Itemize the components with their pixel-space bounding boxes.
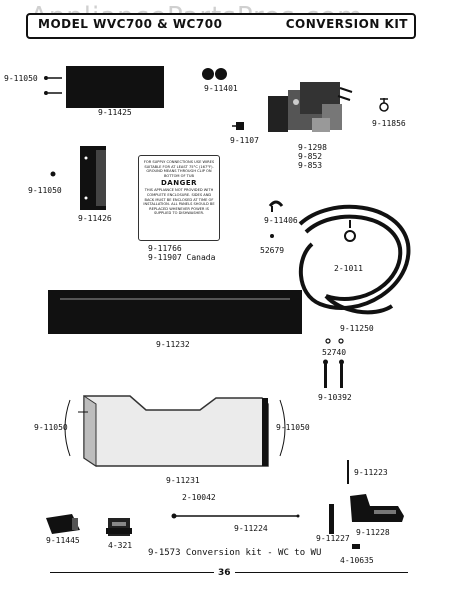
clip-9-11856 <box>379 98 389 112</box>
rod-9-11224 <box>171 513 300 519</box>
part-label: 4-321 <box>108 541 133 550</box>
cap-9-11445 <box>46 514 80 534</box>
part-label: 9-11223 <box>354 468 388 477</box>
part-label: 9-11228 <box>356 528 390 537</box>
part-label: 9-11425 <box>98 108 132 117</box>
part-label: 9-11231 <box>166 476 200 485</box>
pin-9-11223 <box>347 460 349 484</box>
part-label: 9-853 <box>298 161 323 170</box>
part-label: 9-11232 <box>156 340 190 349</box>
screw-52679 <box>270 234 274 238</box>
part-label: 9-11907 Canada <box>148 253 216 262</box>
part-label: 9-11224 <box>234 524 268 533</box>
part-label: 9-11766 <box>148 244 182 253</box>
part-label: 52740 <box>322 348 347 357</box>
bracket-9-11228 <box>350 494 404 522</box>
page-number: 36 <box>214 568 235 578</box>
part-label: 52679 <box>260 246 285 255</box>
part-label: 9-11856 <box>372 119 406 128</box>
part-4-10635 <box>352 544 360 549</box>
part-label: 9-852 <box>298 152 323 161</box>
part-label: 9-11250 <box>340 324 374 333</box>
part-label: 9-11050 <box>28 186 62 195</box>
label-danger-heading: DANGER <box>160 179 197 188</box>
part-label: 9-11401 <box>204 84 238 93</box>
part-label: 9-1107 <box>230 136 259 145</box>
water-valve-9-1298 <box>268 82 353 132</box>
model-title: MODEL WVC700 & WC700 <box>38 17 223 31</box>
kickplate-9-11232 <box>48 290 302 334</box>
part-label: 9-11227 <box>316 534 350 543</box>
part-label: 9-11426 <box>78 214 112 223</box>
fitting-4-321 <box>106 518 132 536</box>
header-box <box>26 13 416 39</box>
section-title: CONVERSION KIT <box>285 17 408 31</box>
warning-label-9-11766: FOR SUPPLY CONNECTIONS USE WIRES SUITABL… <box>138 155 220 241</box>
plugs-9-11401 <box>202 68 227 80</box>
part-label: 9-11050 <box>4 74 38 83</box>
label-body-text: THIS APPLIANCE NOT PROVIDED WITH COMPLET… <box>143 188 215 216</box>
part-label: 9-10392 <box>318 393 352 402</box>
part-label: 2-1011 <box>334 264 363 273</box>
pin-9-11227 <box>329 504 334 534</box>
hose-2-1011 <box>298 204 411 315</box>
rods-9-10392 <box>323 359 344 388</box>
part-label: 4-10635 <box>340 556 374 565</box>
part-label: 9-11050 <box>34 423 68 432</box>
label-top-text: FOR SUPPLY CONNECTIONS USE WIRES SUITABL… <box>143 160 215 178</box>
clips-52740 <box>325 338 344 344</box>
connector-9-1107 <box>232 122 244 130</box>
part-label: 9-11406 <box>264 216 298 225</box>
part-label: 9-11050 <box>276 423 310 432</box>
bracket-9-11426 <box>50 146 106 210</box>
panel-9-11425 <box>44 66 164 108</box>
panel-9-11231 <box>64 395 286 467</box>
clamp-9-11406 <box>268 200 284 212</box>
part-label: 9-11445 <box>46 536 80 545</box>
part-label: 2-10042 <box>182 493 216 502</box>
page-header: MODEL WVC700 & WC700 CONVERSION KIT <box>26 13 418 39</box>
kit-caption: 9-1573 Conversion kit - WC to WU <box>148 548 322 558</box>
part-label: 9-1298 <box>298 143 327 152</box>
